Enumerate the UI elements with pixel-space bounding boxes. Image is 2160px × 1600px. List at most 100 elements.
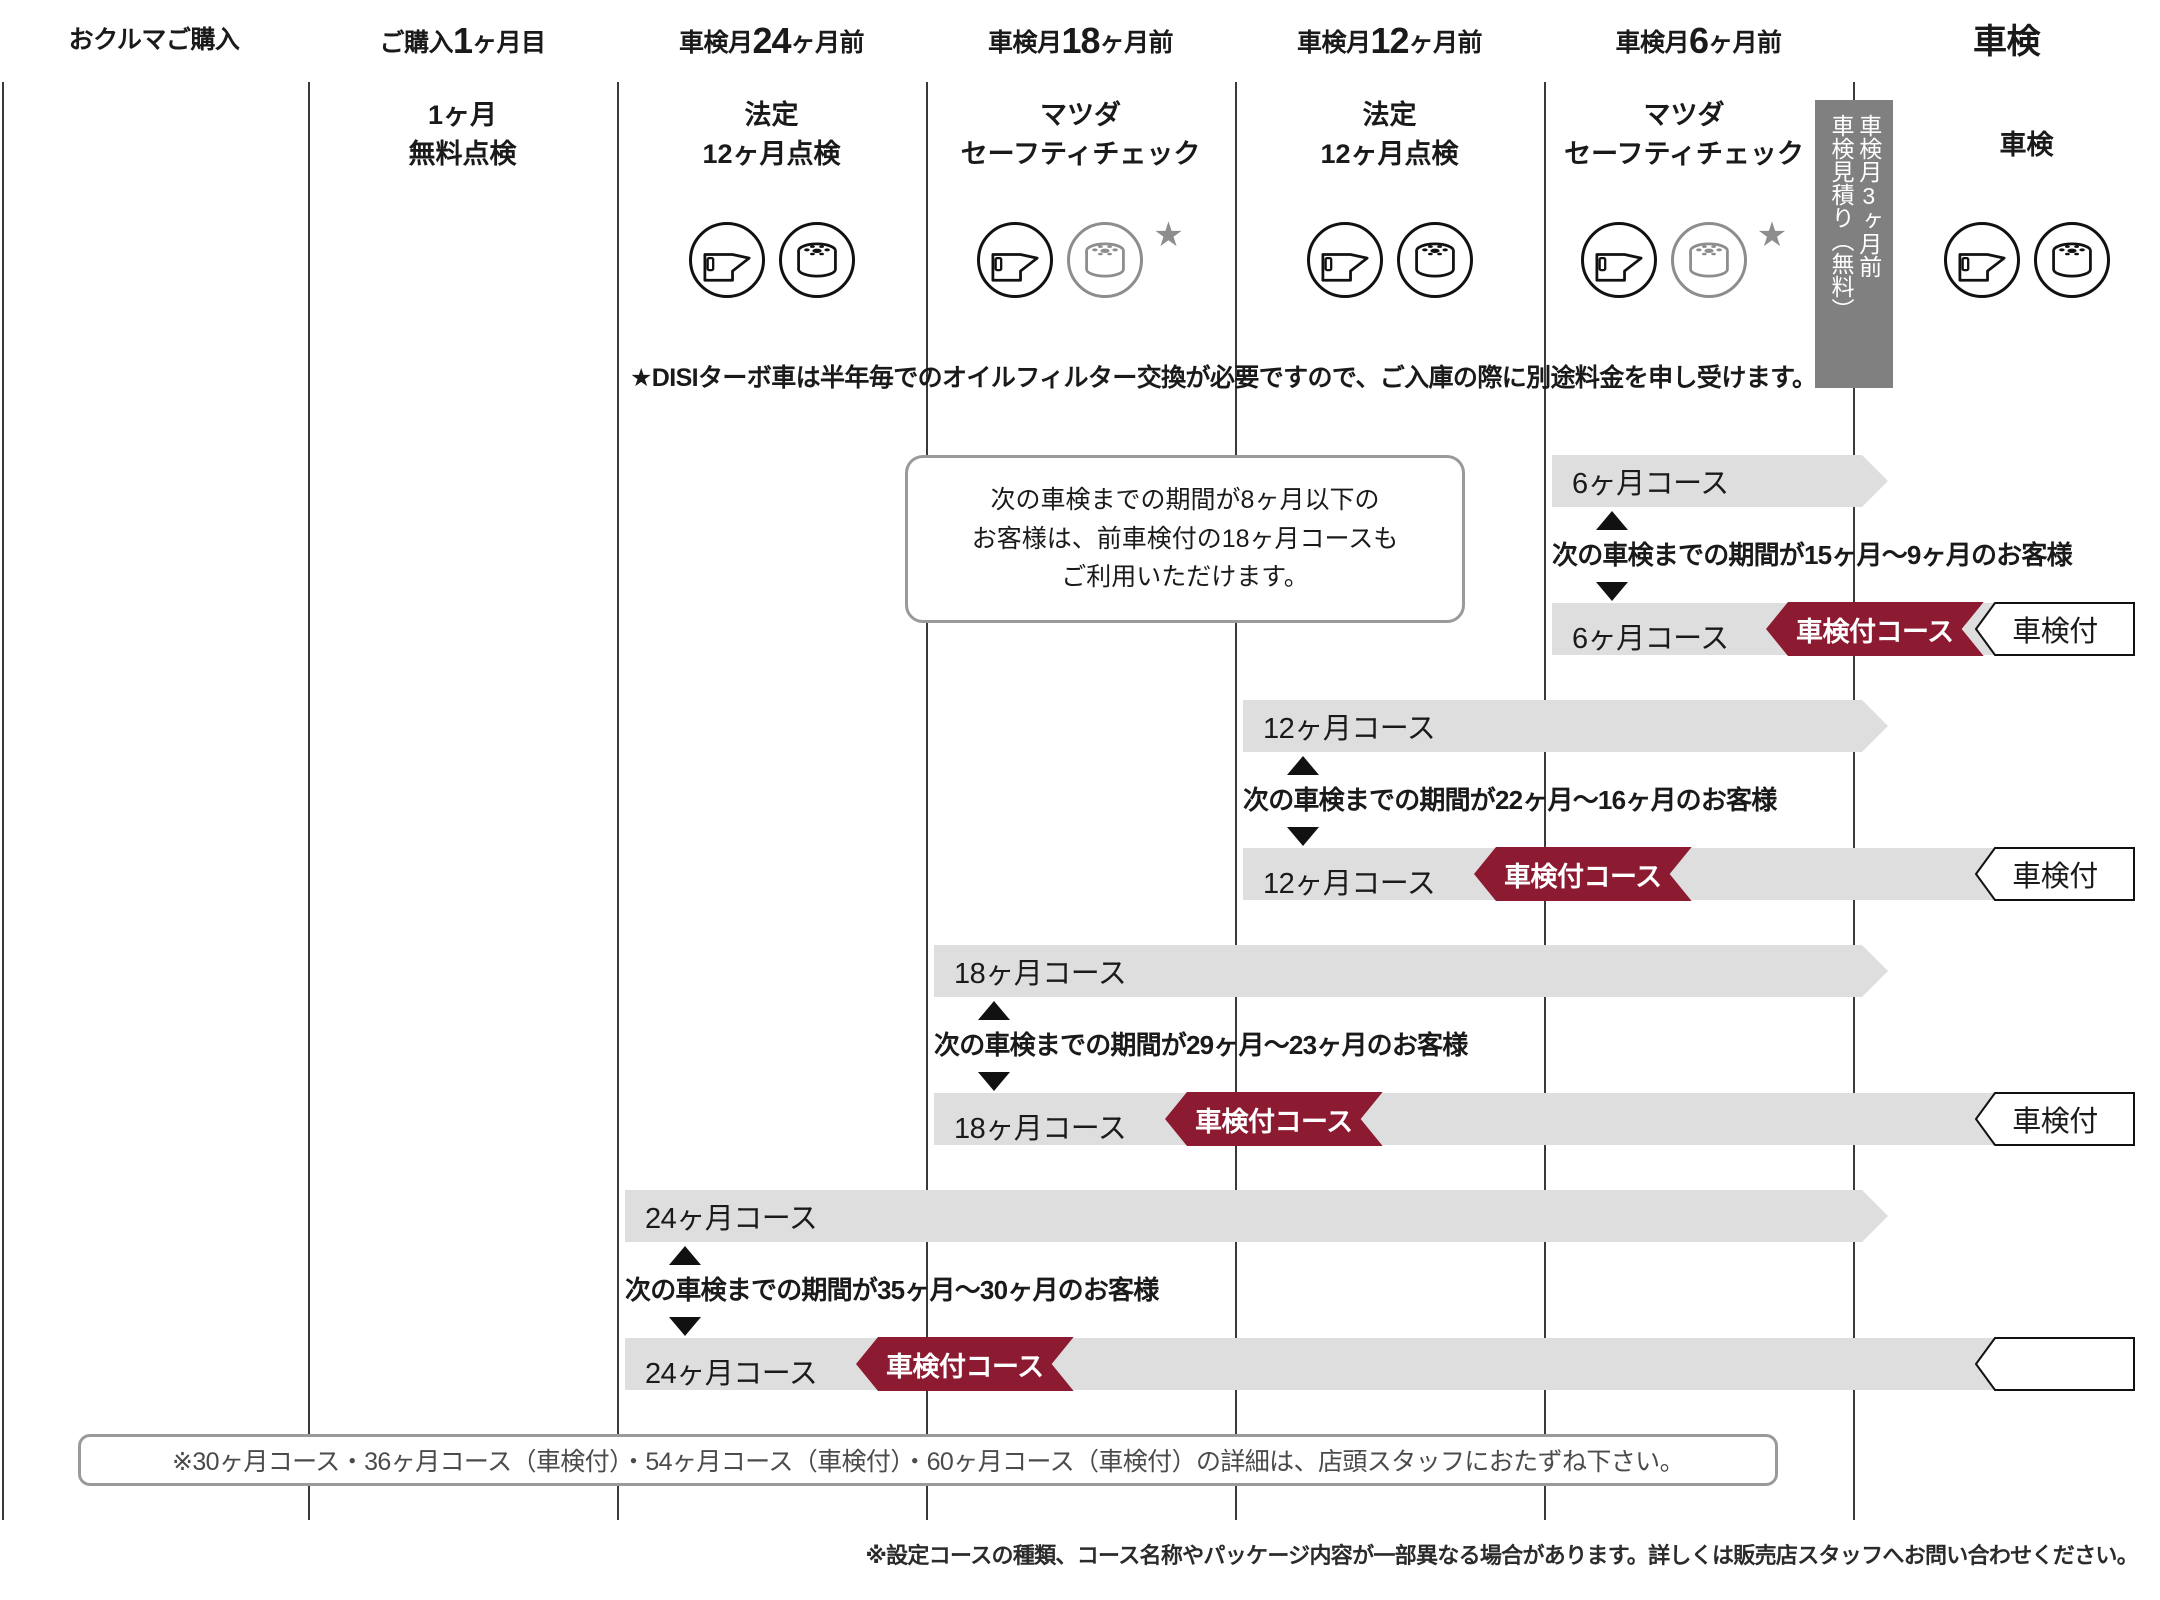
milestone-suffix: ヶ月前 (790, 29, 865, 57)
service-title-shaken: 車検 (1893, 126, 2160, 165)
service-line1: マツダ (1643, 100, 1725, 130)
star-icon: ★ (1756, 216, 1788, 254)
milestone-prefix: 車検月 (1296, 29, 1371, 57)
hexagon-outline-icon (1975, 1092, 2135, 1146)
service-line1: 法定 (744, 100, 799, 130)
shaken-estimate-box: 車検月3ヶ月前 車検見積り（無料） (1815, 100, 1893, 388)
oil-jug-icon (1306, 222, 1383, 298)
course-6-condition: 次の車検までの期間が15ヶ月～9ヶ月のお客様 (1552, 509, 2160, 603)
arrow-up-icon (978, 1001, 1010, 1020)
arrow-down-icon (1596, 582, 1628, 601)
milestone-12month: 車検月12ヶ月前 (1235, 20, 1544, 62)
oil-filter-icon-muted (1067, 222, 1144, 298)
milestone-number: 1 (452, 20, 473, 61)
disi-turbo-note: ★DISIターボ車は半年毎でのオイルフィルター交換が必要ですので、ご入庫の際に別… (630, 364, 1817, 392)
bar-arrow-tip (1862, 700, 1888, 752)
milestone-1month: ご購入1ヶ月目 (308, 20, 617, 62)
icons-shaken (1893, 222, 2160, 298)
milestone-18month: 車検月18ヶ月前 (926, 20, 1235, 62)
estimate-title-label: 車検見積り（無料） (1828, 114, 1854, 321)
arrow-up-icon (669, 1246, 701, 1265)
milestone-number: 18 (1061, 20, 1100, 61)
icons-12month (1235, 222, 1544, 298)
service-line1: 車検 (1999, 130, 2054, 160)
course-24-plain-label: 24ヶ月コース (645, 1203, 818, 1235)
course-24-paid-label: 24ヶ月コース (645, 1358, 818, 1390)
course-6-condition-text: 次の車検までの期間が15ヶ月～9ヶ月のお客様 (1552, 540, 2073, 570)
milestone-number: 6 (1688, 20, 1709, 61)
service-line1: 1ヶ月 (427, 100, 498, 130)
course-18-condition: 次の車検までの期間が29ヶ月～23ヶ月のお客様 (934, 999, 1554, 1093)
milestone-6month: 車検月6ヶ月前 (1544, 20, 1853, 62)
icons-6month: ★ (1544, 218, 1824, 298)
course-6-paid-label: 6ヶ月コース (1572, 623, 1729, 655)
column-divider (1544, 82, 1546, 1520)
oil-jug-icon (977, 222, 1054, 298)
arrow-down-icon (1287, 827, 1319, 846)
column-divider (2, 82, 4, 1520)
bar-arrow-tip (1862, 945, 1888, 997)
oil-jug-icon (688, 222, 765, 298)
course-6-shaken-badge: 車検付コース (1766, 602, 1984, 656)
column-divider (617, 82, 619, 1520)
oil-jug-icon (1943, 222, 2020, 298)
course-12-condition: 次の車検までの期間が22ヶ月～16ヶ月のお客様 (1243, 754, 1863, 848)
course-18-shaken-badge-label: 車検付コース (1195, 1106, 1353, 1137)
service-line2: セーフティチェック (960, 139, 1201, 170)
callout-line: ご利用いただけます。 (1061, 563, 1309, 592)
icons-18month: ★ (926, 218, 1235, 298)
course-6-plain-bar: 6ヶ月コース (1552, 455, 1888, 507)
course-12-plain-label: 12ヶ月コース (1263, 713, 1436, 745)
milestone-prefix: 車検月 (987, 29, 1062, 57)
course-24-condition-text: 次の車検までの期間が35ヶ月～30ヶ月のお客様 (625, 1275, 1159, 1305)
course-12-paid-label: 12ヶ月コース (1263, 868, 1436, 900)
service-title-1month: 1ヶ月 無料点検 (308, 96, 617, 174)
course-24-shaken-badge: 車検付コース (856, 1337, 1074, 1391)
bar-arrow-tip (1862, 1190, 1888, 1242)
course-24-condition: 次の車検までの期間が35ヶ月～30ヶ月のお客様 (625, 1244, 1245, 1338)
course-12-shaken-badge: 車検付コース (1474, 847, 1692, 901)
milestone-24month: 車検月24ヶ月前 (617, 20, 926, 62)
arrow-up-icon (1287, 756, 1319, 775)
milestone-number: 12 (1370, 20, 1409, 61)
course-6-end-badge: 車検付 (1975, 602, 2135, 656)
callout-line: 次の車検までの期間が8ヶ月以下の (990, 485, 1380, 514)
additional-courses-note-text: ※30ヶ月コース・36ヶ月コース（車検付）・54ヶ月コース（車検付）・60ヶ月コ… (172, 1448, 1685, 1476)
milestone-suffix: ヶ月前 (1099, 29, 1174, 57)
milestone-purchase: おクルマご購入 (0, 20, 308, 56)
oil-filter-icon (2033, 222, 2110, 298)
course-6-shaken-badge-label: 車検付コース (1796, 616, 1954, 647)
service-title-24month: 法定 12ヶ月点検 (617, 96, 926, 174)
course-18-paid-label: 18ヶ月コース (954, 1113, 1127, 1145)
milestone-shaken: 車検 (1853, 14, 2160, 63)
service-title-6month: マツダ セーフティチェック (1544, 96, 1824, 174)
course-18-condition-text: 次の車検までの期間が29ヶ月～23ヶ月のお客様 (934, 1030, 1468, 1060)
course-12-plain-bar: 12ヶ月コース (1243, 700, 1888, 752)
course-18-shaken-badge: 車検付コース (1165, 1092, 1383, 1146)
service-line2: セーフティチェック (1564, 139, 1804, 170)
star-icon: ★ (1153, 216, 1184, 254)
milestone-prefix: 車検月 (678, 29, 753, 57)
oil-jug-icon (1580, 222, 1657, 298)
arrow-down-icon (978, 1072, 1010, 1091)
service-title-12month: 法定 12ヶ月点検 (1235, 96, 1544, 174)
milestone-label: 車検 (1973, 23, 2041, 61)
oil-filter-icon-muted (1670, 222, 1747, 298)
milestone-suffix: ヶ月前 (1408, 29, 1483, 57)
disclaimer-note: ※設定コースの種類、コース名称やパッケージ内容が一部異なる場合があります。詳しく… (865, 1543, 2138, 1568)
course-18-paid-bar (934, 1093, 2072, 1145)
icons-24month (617, 222, 926, 298)
oil-filter-icon (1396, 222, 1473, 298)
milestone-label: おクルマご購入 (68, 26, 240, 54)
course-24-shaken-badge-label: 車検付コース (886, 1351, 1044, 1382)
eighteen-month-callout: 次の車検までの期間が8ヶ月以下の お客様は、前車検付の18ヶ月コースも ご利用い… (905, 455, 1465, 623)
milestone-suffix: ヶ月前 (1708, 29, 1782, 57)
column-divider (308, 82, 310, 1520)
column-divider (1235, 82, 1237, 1520)
milestone-prefix: ご購入 (379, 29, 453, 57)
arrow-up-icon (1596, 511, 1628, 530)
oil-filter-icon (778, 222, 855, 298)
course-6-plain-label: 6ヶ月コース (1572, 468, 1729, 500)
course-24-paid-bar (625, 1338, 2072, 1390)
